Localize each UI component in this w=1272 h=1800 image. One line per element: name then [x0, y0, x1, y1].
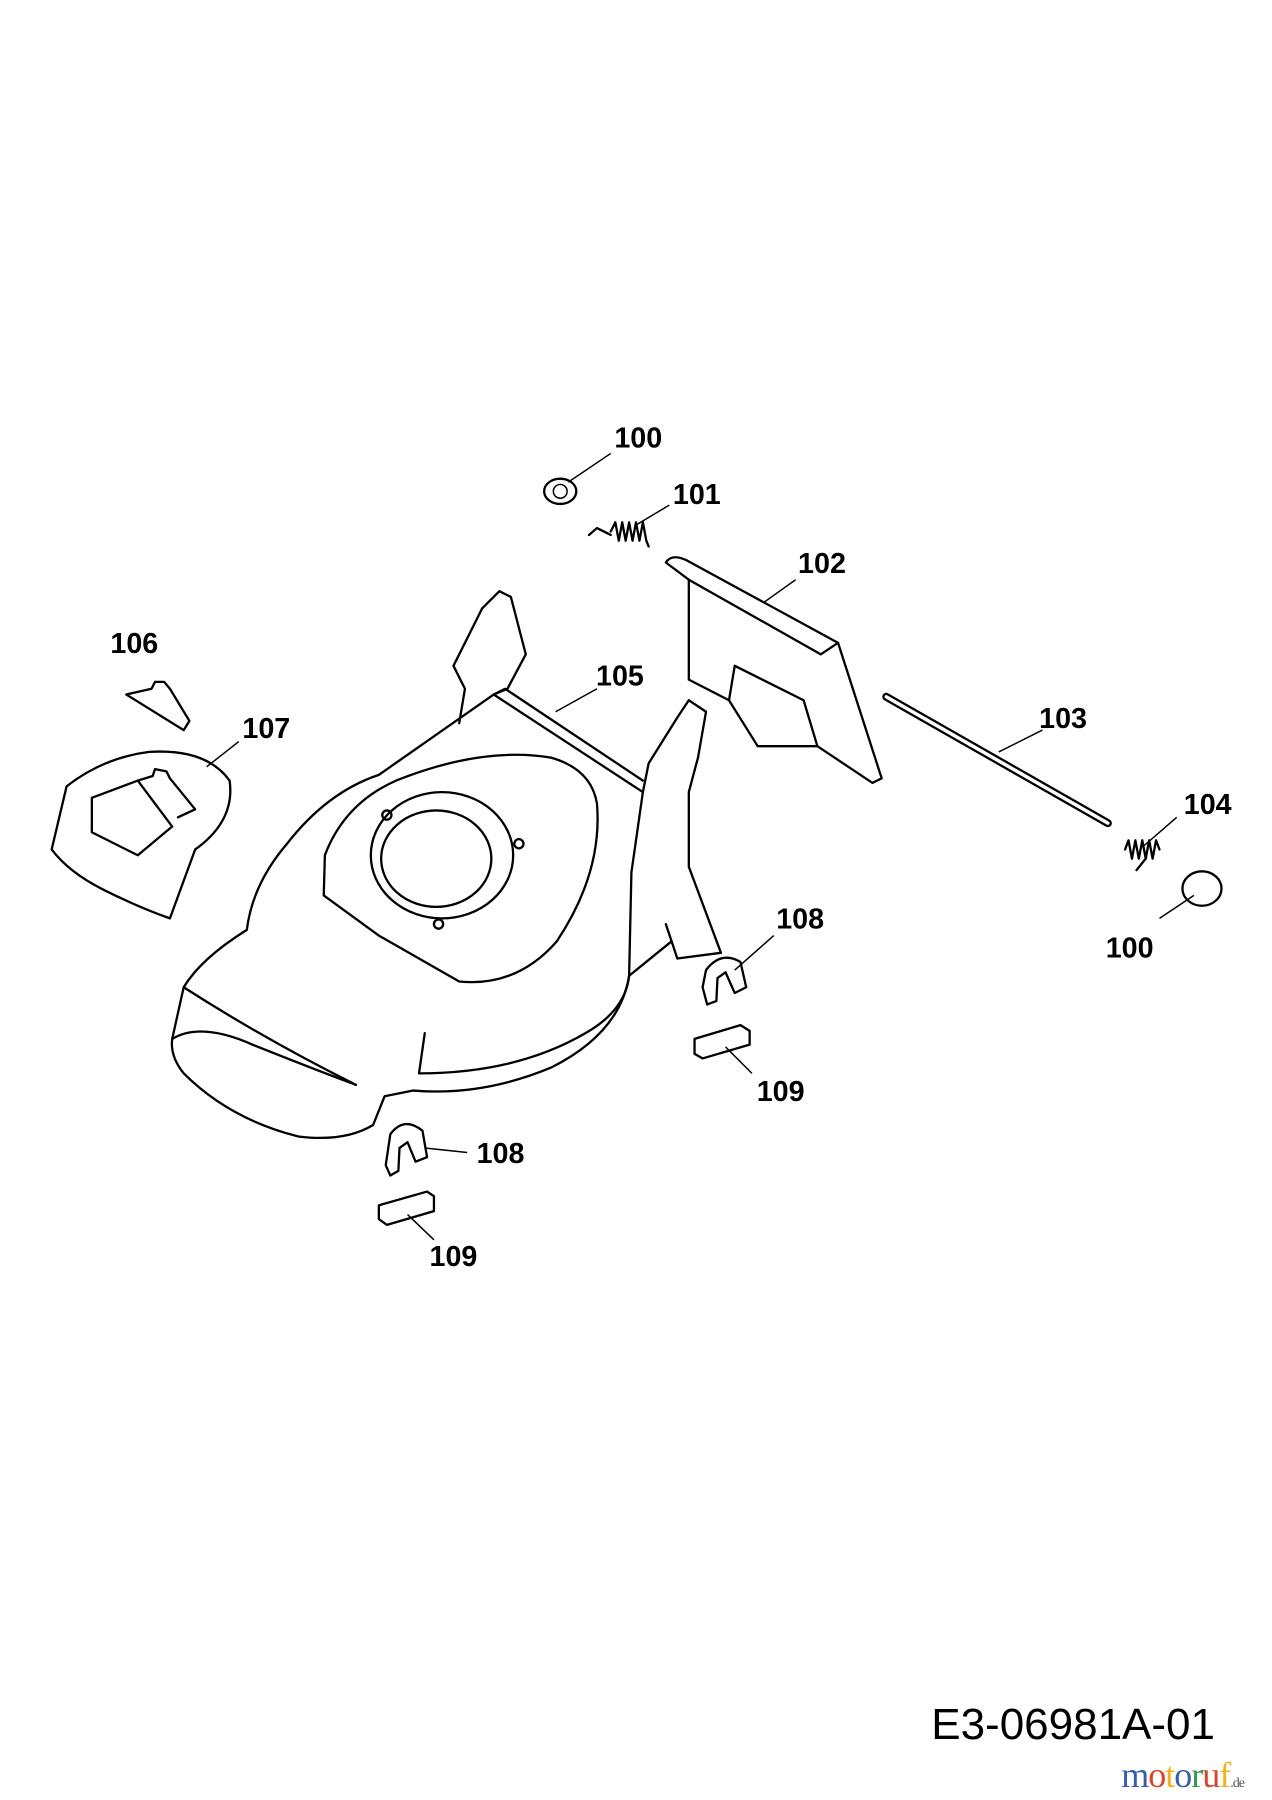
label-108-right: 108	[776, 904, 824, 936]
clip-108-lower	[384, 1122, 429, 1177]
logo-suffix: .de	[1230, 1776, 1245, 1791]
logo-letter: f	[1219, 1755, 1231, 1795]
logo-letter: u	[1202, 1755, 1220, 1795]
label-109-right: 109	[757, 1076, 805, 1108]
label-109-lower: 109	[430, 1241, 478, 1273]
washer-100-top	[543, 477, 578, 506]
label-103: 103	[1039, 703, 1087, 735]
deck-housing-105	[170, 590, 723, 1140]
drawing-code: E3-06981A-01	[931, 1700, 1215, 1749]
logo-letter: t	[1165, 1755, 1175, 1795]
logo-letter: o	[1148, 1755, 1166, 1795]
leader-lines	[206, 452, 1195, 1241]
label-104: 104	[1184, 789, 1232, 821]
spring-101	[587, 521, 650, 548]
label-102: 102	[798, 548, 846, 580]
cap-100-right	[1181, 870, 1223, 907]
label-plate-106	[125, 680, 191, 732]
label-100-right: 100	[1106, 932, 1154, 964]
spring-104	[1123, 839, 1161, 872]
logo-letters: motoruf	[1121, 1755, 1231, 1795]
logo-letter: m	[1121, 1755, 1149, 1795]
motoruf-logo: motoruf.de	[1121, 1754, 1245, 1796]
block-109-lower	[377, 1190, 436, 1227]
cover-107	[50, 750, 232, 920]
block-109-right	[693, 1023, 751, 1060]
deflector-flap-102	[664, 556, 883, 785]
label-101: 101	[673, 479, 721, 511]
label-108-lower: 108	[477, 1138, 525, 1170]
label-100-top: 100	[614, 423, 662, 455]
label-105: 105	[596, 660, 644, 692]
hinge-rod-103	[882, 692, 1112, 828]
logo-letter: r	[1191, 1755, 1203, 1795]
logo-letter: o	[1174, 1755, 1192, 1795]
label-106: 106	[110, 628, 158, 660]
label-107: 107	[242, 713, 290, 745]
